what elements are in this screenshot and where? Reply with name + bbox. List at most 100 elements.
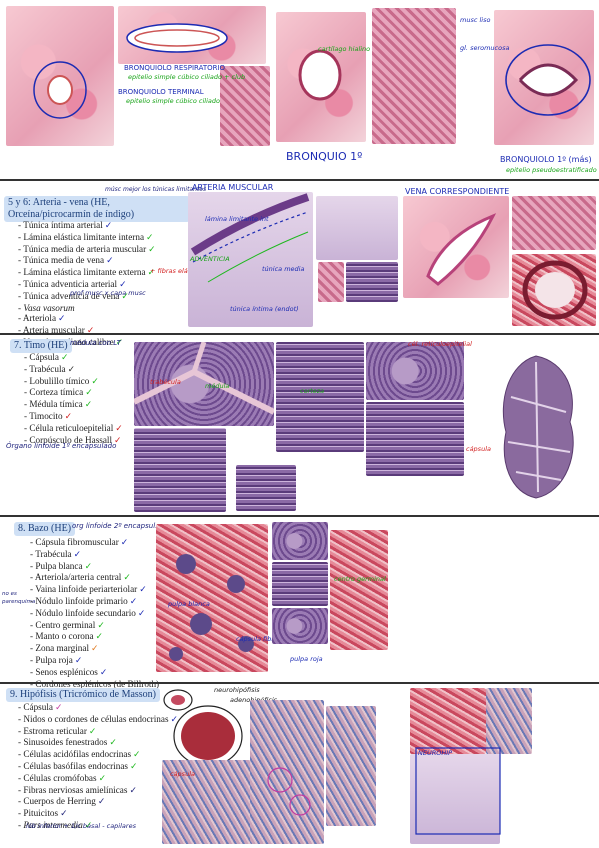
micrograph-bazo-5 xyxy=(330,530,388,650)
checklist-item: Lámina elástica limitante externa✓ xyxy=(18,267,156,279)
checklist-item-text: Cuerpos de Herring xyxy=(23,796,96,807)
checklist-item-text: Células basófilas endocrinas xyxy=(23,760,128,771)
arteria-transversal-ring xyxy=(522,260,588,320)
checklist-item-text: Túnica media de arteria muscular xyxy=(23,243,147,254)
micrograph-vena-detail xyxy=(512,196,596,250)
micrograph-arteria-detail-2 xyxy=(346,262,398,302)
checklist-item-text: Células cromófobas xyxy=(23,772,97,783)
check-mark-icon: ✓ xyxy=(146,232,154,243)
checklist-item: Lámina elástica limitante interna✓ xyxy=(18,232,156,244)
checklist-item-text: Cápsula fibromuscular xyxy=(35,537,119,547)
checklist-item: Cápsula✓ xyxy=(24,352,123,364)
checklist-item-text: Cápsula xyxy=(29,352,59,362)
micrograph-hipofisis-5 xyxy=(410,754,500,844)
section-header-arteria-vena: 5 y 6: Arteria - vena (HE, Orceína/picro… xyxy=(4,196,190,222)
check-mark-icon: ✓ xyxy=(139,585,147,596)
vena-lumen xyxy=(426,213,497,286)
label-adventicia: ADVENTICIA xyxy=(190,255,230,263)
checklist-item: Pulpa roja✓ xyxy=(30,655,159,667)
label-limitante: lámina limitante int xyxy=(205,215,269,223)
micrograph-hipofisis-6 xyxy=(486,688,532,754)
timo-overview xyxy=(502,355,574,499)
checklist-item-text: Nidos o cordones de células endocrinas xyxy=(23,713,169,724)
checklist-item-text: Arteria muscular xyxy=(22,325,85,336)
checklist-item-text: Pulpa blanca xyxy=(35,560,83,571)
title-arteria-muscular: ARTERIA MUSCULAR xyxy=(192,183,274,192)
check-mark-icon: ✓ xyxy=(98,773,107,784)
micrograph-bazo-4 xyxy=(272,608,328,644)
micrograph-bazo-3 xyxy=(272,562,328,606)
section-header-hipofisis: 9. Hipófisis (Tricrómico de Masson) xyxy=(6,688,161,702)
checklist-item-text: Vaina linfoide periarteriolar xyxy=(35,584,138,595)
divider-3 xyxy=(0,515,599,517)
checklist-item: Pars intermedia✓ xyxy=(18,820,178,832)
bazo-nodules xyxy=(169,554,254,661)
checklist-item-text: Nódulo linfoide secundario xyxy=(35,607,136,618)
check-mark-icon: ✓ xyxy=(99,667,108,678)
label-medula-timo: médula xyxy=(205,382,230,390)
section-header-bazo: 8. Bazo (HE) xyxy=(14,522,76,536)
label-bronquiolo-primario: BRONQUIOLO 1º (más) xyxy=(500,155,592,164)
label-bronquiolo-terminal: BRONQUIOLO TERMINAL xyxy=(118,88,204,96)
checklist-item: Arteriola/arteria central✓ xyxy=(30,572,159,584)
label-neurohipofisis: neurohipófisis xyxy=(214,686,260,694)
check-mark-icon: ✓ xyxy=(106,256,114,267)
check-mark-icon: ✓ xyxy=(91,644,99,655)
check-mark-icon: ✓ xyxy=(84,561,93,572)
note-limitantes: músc mejor los túnicas limitantes xyxy=(105,186,207,193)
check-mark-icon: ✓ xyxy=(86,326,95,337)
checklist-item: Pulpa blanca✓ xyxy=(30,561,159,573)
check-mark-icon: ✓ xyxy=(91,376,99,387)
checklist-item: Centro germinal✓ xyxy=(30,620,159,632)
checklist-item: Túnica adventicia de vena✓ xyxy=(18,291,156,303)
check-mark-icon: ✓ xyxy=(147,268,156,279)
checklist-item-text: Nódulo linfoide primario xyxy=(35,595,128,606)
label-musculo: musc liso xyxy=(460,16,491,24)
label-neurohip: NEUROHIP xyxy=(418,749,453,757)
checklist-item-text: Sinusoides fenestrados xyxy=(23,737,108,748)
checklist-item: Fibras nerviosas amielínicas✓ xyxy=(18,785,178,797)
note-fibras-elasticas: + fibras elásticas xyxy=(150,267,207,275)
check-mark-icon: ✓ xyxy=(115,423,123,434)
checklist-item-text: Células acidófilas endocrinas xyxy=(23,749,132,760)
check-mark-icon: ✓ xyxy=(133,750,141,761)
label-bronquiolo-prim-sub: epitelio pseudoestratificado ciliado xyxy=(506,166,599,174)
checklist-item-text: Lámina elástica limitante externa xyxy=(23,267,146,278)
label-cartilago: cartílago hialino xyxy=(318,45,371,53)
label-intima: túnica íntima (endot) xyxy=(230,305,299,313)
micrograph-hipofisis-3 xyxy=(326,706,376,826)
checklist-item: Manto o corona✓ xyxy=(30,631,159,643)
check-mark-icon: ✓ xyxy=(84,820,93,831)
checklist-item: Corteza tímica✓ xyxy=(24,387,123,399)
check-mark-icon: ✓ xyxy=(123,573,131,584)
checklist-item: Cápsula✓ xyxy=(18,702,178,714)
note-vasa: prof musc x capa musc xyxy=(70,289,146,297)
divider-4 xyxy=(0,682,599,684)
check-mark-icon: ✓ xyxy=(58,314,66,325)
check-mark-icon: ✓ xyxy=(121,291,129,302)
checklist-item-text: Médula tímica xyxy=(29,399,83,410)
note-organo-linfoide: Órgano linfoide 1º encapsulado xyxy=(6,442,117,450)
checklist-item: Células basófilas endocrinas✓ xyxy=(18,761,178,773)
bronquiolo-primario-circle xyxy=(505,44,591,116)
label-bronquiolo-resp-sub: epitelio simple cúbico ciliado + club xyxy=(128,73,246,81)
checklist-item: Pituicitos✓ xyxy=(18,808,178,820)
check-mark-icon: ✓ xyxy=(60,353,69,363)
note-org-linfoide: org linfoide 2º encapsul. xyxy=(72,522,158,530)
micrograph-arteria-muscular xyxy=(188,192,313,327)
checklist-item-text: Túnica adventicia de vena xyxy=(23,290,120,301)
checklist-item: Cápsula fibromuscular✓ xyxy=(30,537,159,549)
checklist-item: Nidos o cordones de células endocrinas✓ xyxy=(18,714,178,726)
check-mark-icon: ✓ xyxy=(120,538,129,548)
label-capsula-hipofisis: cápsula xyxy=(170,770,195,778)
checklist-item-text: Túnica íntima arterial xyxy=(23,220,103,230)
checklist-item-text: Túnica adventicia arterial xyxy=(23,278,118,289)
checklist-item: Nódulo linfoide secundario✓ xyxy=(30,608,159,620)
checklist-item: Vasa vasorum xyxy=(18,303,156,314)
checklist-item: Trabécula✓ xyxy=(24,364,123,376)
timo-trabeculas xyxy=(134,342,274,415)
checklist-item-text: Arteriola xyxy=(22,313,57,324)
check-mark-icon: ✓ xyxy=(54,703,63,713)
check-mark-icon: ✓ xyxy=(148,244,156,255)
check-mark-icon: ✓ xyxy=(97,797,106,808)
